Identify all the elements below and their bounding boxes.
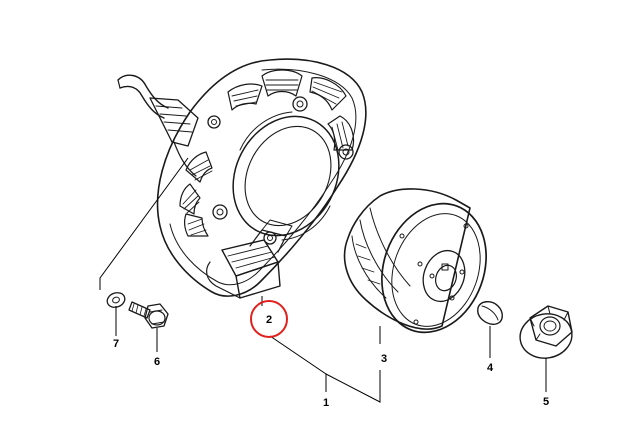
flywheel-hub-bore <box>435 264 457 292</box>
callout-2: 2 <box>266 314 272 326</box>
woodruff-key[interactable] <box>477 301 503 325</box>
stator-assembly[interactable] <box>117 58 367 299</box>
callout-6: 6 <box>154 356 160 368</box>
leader-lines <box>99 157 547 403</box>
flywheel-face <box>381 202 487 334</box>
callout-1: 1 <box>323 397 329 409</box>
callout-3: 3 <box>381 353 387 365</box>
pickup-coil <box>206 219 293 299</box>
stator-coils <box>179 69 355 237</box>
bolt[interactable] <box>128 301 169 329</box>
callout-7: 7 <box>113 338 119 350</box>
stator-inner-ring <box>232 115 340 237</box>
highlight-ring <box>250 300 288 338</box>
flange-nut[interactable] <box>517 305 576 362</box>
stator-mounting-screws <box>207 96 354 245</box>
washer[interactable] <box>105 290 127 309</box>
flywheel-rotor[interactable] <box>343 188 504 347</box>
callout-5: 5 <box>543 396 549 408</box>
callout-4: 4 <box>487 362 494 374</box>
